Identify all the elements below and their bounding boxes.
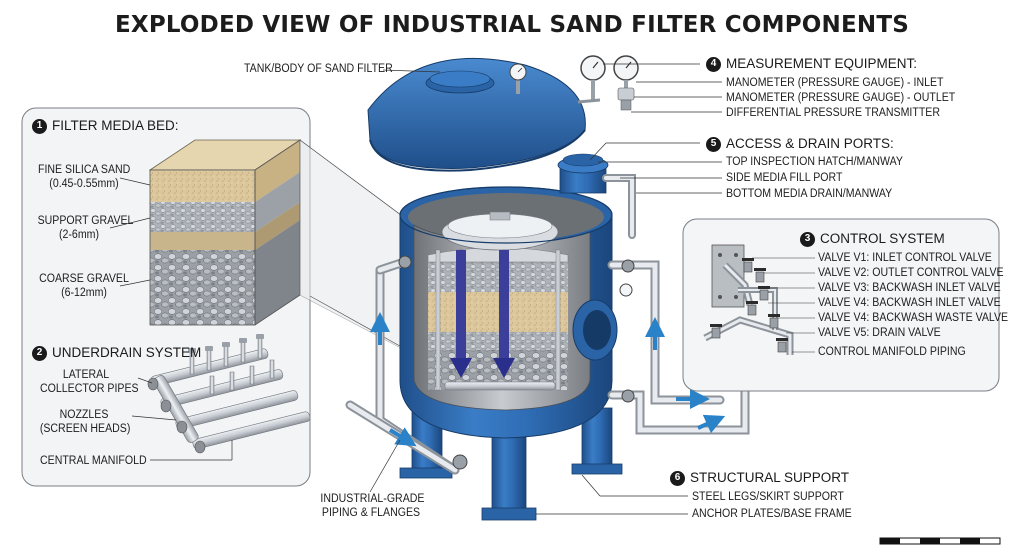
control-item: CONTROL MANIFOLD PIPING	[818, 346, 966, 358]
media-layer-label: FINE SILICA SAND(0.45-0.55mm)	[38, 164, 131, 190]
tank-lid	[367, 57, 586, 172]
measurement-item: MANOMETER (PRESSURE GAUGE) - OUTLET	[726, 92, 956, 104]
valve-icon	[398, 255, 635, 470]
filter-media-heading: 1 FILTER MEDIA BED:	[32, 118, 179, 134]
pressure-gauge-icon	[580, 55, 639, 111]
page-title: EXPLODED VIEW OF INDUSTRIAL SAND FILTER …	[114, 12, 909, 38]
control-item: VALVE V4: BACKWASH INLET VALVE	[818, 297, 1001, 309]
media-bed-block	[148, 139, 302, 326]
structural-heading: 6 STRUCTURAL SUPPORT	[670, 470, 849, 486]
access-heading: 5 ACCESS & DRAIN PORTS:	[706, 136, 894, 152]
section-number: 1	[32, 118, 47, 134]
structural-item: STEEL LEGS/SKIRT SUPPORT	[692, 491, 844, 503]
control-item: VALVE V2: OUTLET CONTROL VALVE	[818, 267, 1004, 279]
access-item: BOTTOM MEDIA DRAIN/MANWAY	[726, 188, 893, 200]
underdrain-manifold	[147, 334, 311, 454]
control-system-panel	[682, 218, 1000, 392]
control-item: VALVE V4: BACKWASH WASTE VALVE	[818, 312, 1009, 324]
access-item: SIDE MEDIA FILL PORT	[726, 172, 843, 184]
access-item: TOP INSPECTION HATCH/MANWAY	[726, 156, 903, 168]
structural-item: ANCHOR PLATES/BASE FRAME	[692, 508, 852, 520]
underdrain-heading: 2 UNDERDRAIN SYSTEM	[32, 345, 201, 361]
measurement-item: DIFFERENTIAL PRESSURE TRANSMITTER	[726, 107, 940, 119]
control-item: VALVE V3: BACKWASH INLET VALVE	[818, 282, 1001, 294]
underdrain-label: NOZZLES(SCREEN HEADS)	[39, 409, 131, 435]
measurement-item: MANOMETER (PRESSURE GAUGE) - INLET	[726, 77, 944, 89]
sand-filter-tank	[399, 186, 623, 521]
control-manifold	[703, 244, 794, 355]
top-inspection-hatch	[557, 153, 609, 194]
tank-label: TANK/BODY OF SAND FILTER	[244, 63, 393, 75]
underdrain-label: CENTRAL MANIFOLD	[40, 455, 147, 467]
media-layer-label: COARSE GRAVEL(6-12mm)	[39, 273, 129, 299]
control-item: VALVE V5: DRAIN VALVE	[818, 327, 941, 339]
control-heading: 3 CONTROL SYSTEM	[800, 231, 945, 247]
measurement-heading: 4 MEASUREMENT EQUIPMENT:	[706, 56, 917, 72]
flow-arrow-icon	[370, 312, 726, 447]
control-item: VALVE V1: INLET CONTROL VALVE	[818, 252, 992, 264]
scale-bar-icon	[879, 537, 1001, 545]
media-layer-label: SUPPORT GRAVEL(2-6mm)	[37, 215, 134, 241]
